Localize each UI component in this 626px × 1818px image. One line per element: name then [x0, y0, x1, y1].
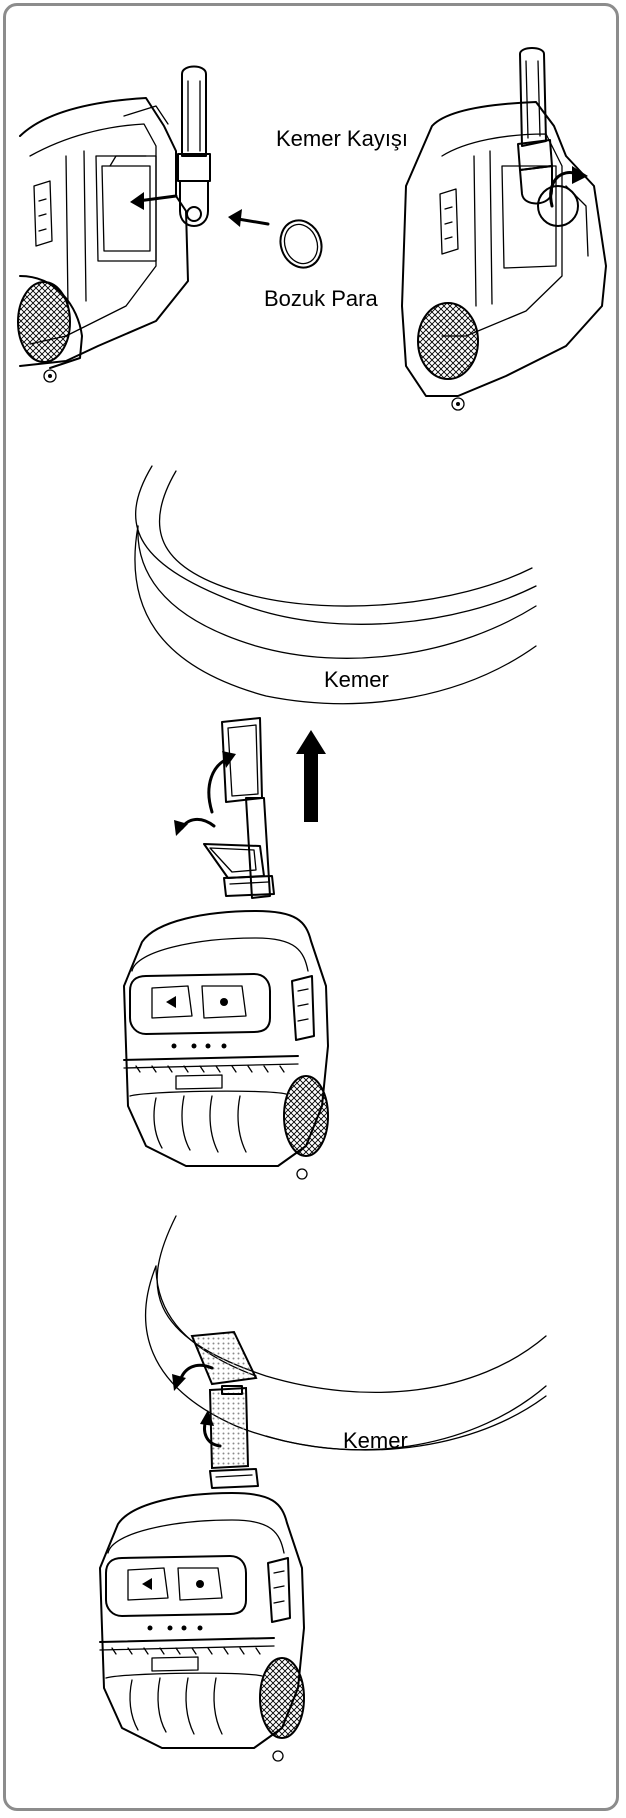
step-1-attach-strap-right	[402, 48, 606, 410]
instruction-frame: Kemer Kayışı Bozuk Para Kemer	[3, 3, 619, 1811]
step-2-strap-and-printer	[124, 718, 328, 1179]
label-belt-1: Kemer	[324, 667, 389, 692]
step-3-strap-and-printer	[100, 1332, 304, 1761]
label-coin: Bozuk Para	[264, 286, 378, 311]
illustration-canvas: Kemer Kayışı Bozuk Para Kemer	[6, 6, 616, 1808]
label-belt-strap: Kemer Kayışı	[276, 126, 408, 151]
label-belt-2: Kemer	[343, 1428, 408, 1453]
step-1-attach-strap-left	[18, 67, 328, 383]
